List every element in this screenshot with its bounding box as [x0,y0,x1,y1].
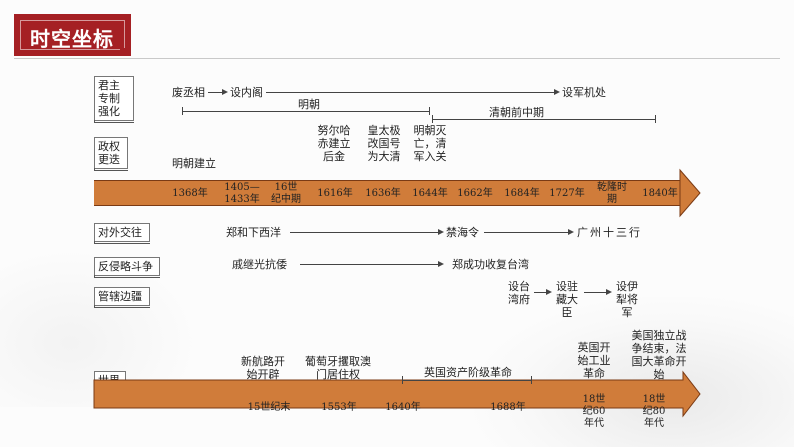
period-ming-line [182,111,430,112]
arrow-head [554,89,560,95]
arrow-line [266,92,556,93]
header-banner: 时空坐标 [14,14,131,56]
china-tick-0: 1368年 [172,188,208,199]
event-grand-council: 设军机处 [562,86,606,99]
event-qi-jiguang: 戚继光抗倭 [232,258,287,271]
world-tick-2: 1640年 [385,402,421,413]
event-tibet-minister: 设驻藏大臣 [556,280,578,319]
event-huangtaiji: 皇太极改国号为大清 [367,124,401,163]
arrow-line [208,92,224,93]
event-cabinet: 设内阁 [230,86,263,99]
event-zheng-chenggong: 郑成功收复台湾 [452,258,529,271]
category-frontier: 管辖边疆 [94,287,150,308]
event-ming-founded: 明朝建立 [172,157,216,170]
china-tick-5: 1644年 [412,188,448,199]
period-ming-label: 明朝 [298,98,320,111]
china-tick-4: 1636年 [365,188,401,199]
period-qing-line [432,119,656,120]
arrow-head [438,261,444,267]
world-tick-5: 18世纪80年代 [642,394,666,429]
event-canton: 广州十三行 [577,226,642,239]
event-zhenghe: 郑和下西洋 [226,226,281,239]
event-taiwan-prefecture: 设台湾府 [508,280,530,306]
event-abolish-pm: 废丞相 [172,86,205,99]
china-tick-9: 乾隆时期 [597,182,627,205]
category-monarchy: 君主专制强化 [94,76,134,123]
china-tick-8: 1727年 [549,188,585,199]
category-foreign: 对外交往 [94,223,150,244]
china-timeline-band [94,180,682,206]
period-qing-label: 清朝前中期 [489,106,544,119]
world-tick-1: 1553年 [321,402,357,413]
period-ming-start [182,107,183,115]
event-english-revolution: 英国资产阶级革命 [424,366,512,379]
ink-wash-background [474,297,794,447]
arrow-head [606,289,612,295]
arrow-line [300,264,440,265]
period-revolution-end [531,376,532,384]
period-revolution-start [402,376,403,384]
event-new-routes: 新航路开始开辟 [241,355,285,381]
china-tick-7: 1684年 [504,188,540,199]
event-industrial-revolution: 英国开始工业革命 [577,341,611,380]
china-tick-6: 1662年 [457,188,493,199]
china-tick-3: 1616年 [317,188,353,199]
arrow-head [222,89,228,95]
event-us-france: 美国独立战争结束，法国大革命开始 [631,329,687,381]
category-resistance: 反侵略斗争 [94,257,160,278]
header-frame [20,20,125,50]
arrow-line [534,292,548,293]
period-ming-end [429,107,430,115]
category-regime: 政权更迭 [94,137,128,171]
arrow-line [484,232,570,233]
period-qing-end [655,115,656,123]
arrow-head [438,229,444,235]
world-tick-0: 15世纪末 [247,402,291,413]
period-revolution-line [402,380,532,381]
event-sea-ban: 禁海令 [446,226,479,239]
event-ili-general: 设伊犁将军 [616,280,638,319]
china-tick-2: 16世纪中期 [271,182,301,205]
event-nurhaci: 努尔哈赤建立后金 [317,124,351,163]
world-tick-3: 1688年 [490,402,526,413]
world-timeline-shape [93,370,701,418]
china-tick-1: 1405—1433年 [224,182,260,205]
arrow-head [568,229,574,235]
china-tick-10: 1840年 [642,188,678,199]
period-qing-start [432,115,433,123]
header-dot [120,48,128,56]
arrow-line [584,292,608,293]
arrow-head [546,289,552,295]
event-macau: 葡萄牙攫取澳门居住权 [305,355,371,381]
page-title: 时空坐标 [30,27,114,51]
arrow-line [290,232,440,233]
header-divider [14,58,780,59]
event-ming-fall: 明朝灭亡，清军入关 [413,124,447,163]
world-tick-4: 18世纪60年代 [582,394,606,429]
